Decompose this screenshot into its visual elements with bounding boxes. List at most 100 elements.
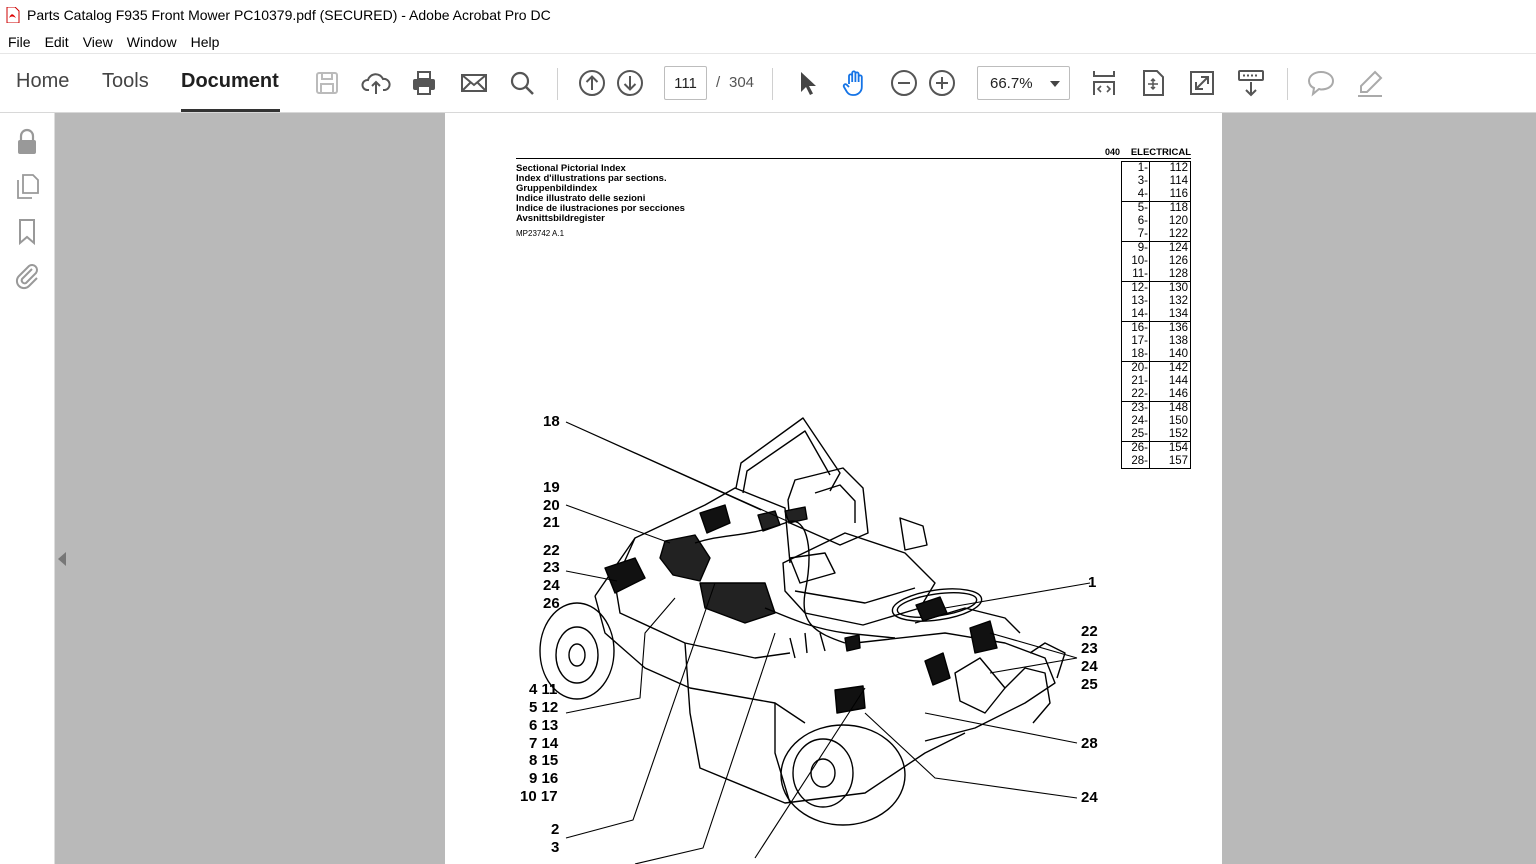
pdf-page: 040 ELECTRICAL Sectional Pictorial Index… [445,113,1222,864]
index-title-line: Gruppenbildindex [516,183,598,194]
callout-label: 19 [543,479,560,496]
page-reference[interactable]: 124 [1168,242,1188,254]
tab-document[interactable]: Document [181,70,279,92]
index-titles: Sectional Pictorial Index Index d'illust… [516,164,685,224]
table-row: 28-157 [1122,455,1190,468]
collapse-panel-arrow-icon[interactable] [58,552,66,566]
table-row: 23- 148 [1122,402,1190,415]
menu-file[interactable]: File [8,33,31,50]
table-divider [1149,162,1150,468]
zoom-dropdown[interactable]: 66.7% [977,66,1070,100]
figure-number: 6- [1137,215,1148,227]
table-row: 16-136 [1122,322,1190,335]
table-row: 4- 116 [1122,188,1190,201]
figure-number: 4- [1137,188,1148,200]
table-row: 14- 134 [1122,308,1190,321]
callout-label: 22 [1081,623,1098,640]
search-icon[interactable] [506,67,538,99]
callout-label: 2 [551,821,560,838]
page-reference[interactable]: 136 [1168,322,1188,334]
table-row: 18-140 [1122,348,1190,361]
tab-home[interactable]: Home [16,70,70,92]
bookmark-icon[interactable] [12,216,42,246]
table-row: 22-146 [1122,388,1190,401]
page-reference[interactable]: 122 [1168,228,1188,240]
page-reference[interactable]: 142 [1168,362,1188,374]
table-row: 13-132 [1122,295,1190,308]
hand-tool-icon[interactable] [839,67,871,99]
page-thumbnails-icon[interactable] [12,171,42,201]
select-arrow-icon[interactable] [791,67,823,99]
page-reference[interactable]: 138 [1168,335,1188,347]
page-reference[interactable]: 150 [1168,415,1188,427]
page-reference[interactable]: 120 [1168,215,1188,227]
page-reference[interactable]: 126 [1168,255,1188,267]
figure-number: 14- [1131,308,1148,320]
next-page-icon[interactable] [614,67,646,99]
keyboard-download-icon[interactable] [1235,67,1267,99]
title-bar: Parts Catalog F935 Front Mower PC10379.p… [0,0,1536,30]
table-row: 12- 130 [1122,282,1190,295]
attachment-icon[interactable] [12,260,42,290]
page-reference[interactable]: 154 [1168,442,1188,454]
highlight-pen-icon[interactable] [1354,67,1386,99]
scroll-mode-icon[interactable] [1088,67,1120,99]
table-row: 10-126 [1122,255,1190,268]
table-row: 21-144 [1122,375,1190,388]
save-icon[interactable] [311,67,343,99]
fit-page-icon[interactable] [1137,67,1169,99]
page-reference[interactable]: 152 [1168,428,1188,440]
figure-number: 3- [1137,175,1148,187]
menu-view[interactable]: View [82,33,113,50]
page-reference[interactable]: 116 [1169,188,1188,200]
figure-number: 12- [1131,282,1148,294]
callout-label: 10 17 [520,788,558,805]
page-reference[interactable]: 146 [1168,388,1188,400]
callout-label: 28 [1081,735,1098,752]
page-separator: / [716,74,721,91]
page-reference[interactable]: 112 [1169,162,1188,174]
figure-number: 7- [1137,228,1148,240]
menu-window[interactable]: Window [126,33,177,50]
zoom-out-icon[interactable] [888,67,920,99]
table-row: 17-138 [1122,335,1190,348]
table-row: 1- 112 [1122,162,1190,175]
page-reference[interactable]: 148 [1168,402,1188,414]
page-reference[interactable]: 144 [1168,375,1188,387]
full-screen-icon[interactable] [1186,67,1218,99]
callout-label: 24 [1081,789,1098,806]
page-reference[interactable]: 130 [1168,282,1188,294]
zoom-in-icon[interactable] [926,67,958,99]
page-reference[interactable]: 134 [1168,308,1188,320]
comment-icon[interactable] [1305,67,1337,99]
page-reference[interactable]: 118 [1169,202,1188,214]
table-row: 9-124 [1122,242,1190,255]
figure-number: 1- [1137,162,1148,174]
page-number-input[interactable]: 111 [664,66,707,100]
menu-help[interactable]: Help [190,33,220,50]
toolbar: Home Tools Document [0,54,1536,113]
page-reference[interactable]: 128 [1168,268,1188,280]
callout-label: 6 13 [529,717,559,734]
menu-edit[interactable]: Edit [44,33,69,50]
index-title-line: Indice de ilustraciones por secciones [516,203,685,214]
callout-label: 25 [1081,676,1098,693]
tab-tools[interactable]: Tools [102,70,149,92]
figure-number: 23- [1131,402,1148,414]
previous-page-icon[interactable] [576,67,608,99]
print-icon[interactable] [408,67,440,99]
page-reference[interactable]: 132 [1168,295,1188,307]
page-reference[interactable]: 157 [1168,455,1188,467]
active-tab-indicator [181,109,280,112]
table-row: 6- 120 [1122,215,1190,228]
email-icon[interactable] [458,67,490,99]
page-reference[interactable]: 114 [1169,175,1188,187]
page-reference[interactable]: 140 [1168,348,1188,360]
cloud-upload-icon[interactable] [360,67,392,99]
pdf-file-icon [6,6,20,24]
